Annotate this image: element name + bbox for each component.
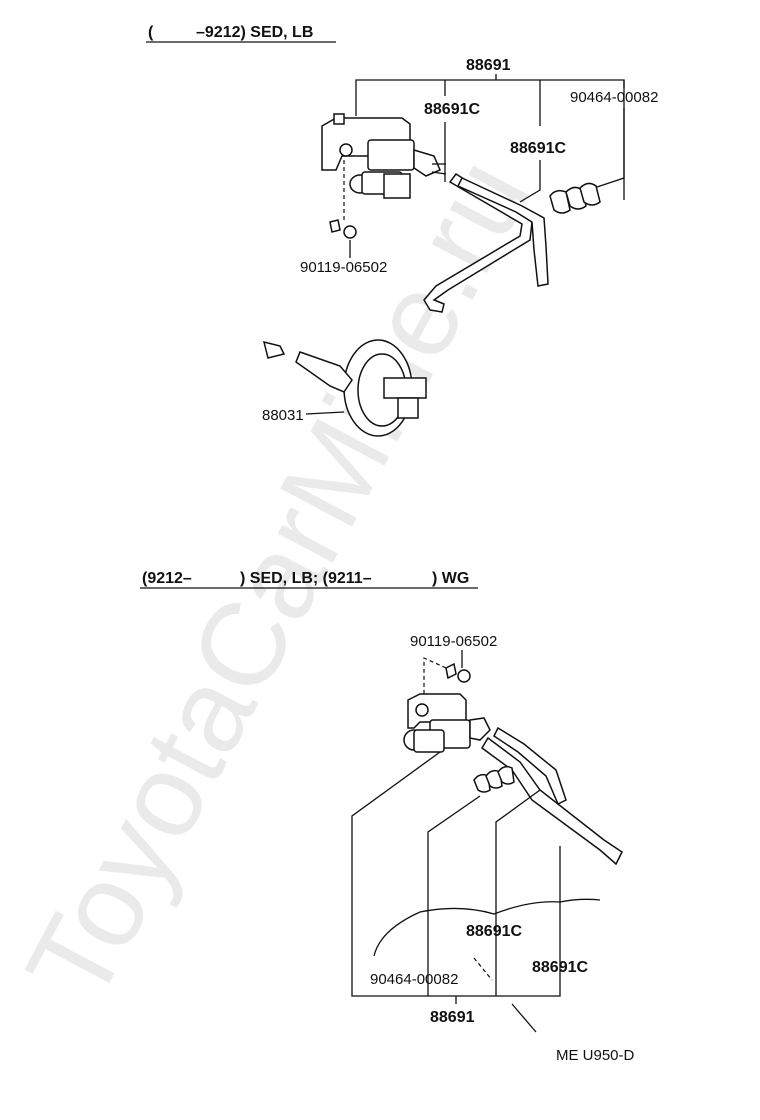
actuator-rod-housing bbox=[383, 377, 427, 399]
vacuum-switching-valve bbox=[321, 113, 447, 199]
hose-clip-set bbox=[549, 182, 601, 214]
label-assembly-88691-2: 88691 bbox=[430, 1009, 475, 1026]
hose-clip-3 bbox=[579, 182, 601, 206]
label-bolt-90119-06502: 90119-06502 bbox=[300, 259, 387, 276]
label-hose-88691C-2: 88691C bbox=[510, 140, 566, 157]
actuator-cable bbox=[295, 351, 353, 393]
bolt-shank bbox=[329, 219, 341, 233]
valve-port-2 bbox=[431, 171, 447, 175]
section-1-header: –9212) SED, LB bbox=[196, 24, 313, 41]
leader-hose-2 bbox=[519, 160, 541, 203]
hose-clip-1 bbox=[549, 189, 571, 214]
label-clip-90464-00082: 90464-00082 bbox=[570, 89, 658, 106]
valve-nozzle-block bbox=[413, 148, 441, 177]
bolt-90119-06502-2 bbox=[423, 657, 471, 708]
body-outline-sketch bbox=[373, 898, 601, 957]
section-2-header-c: ) WG bbox=[432, 570, 469, 587]
section-2: (9212– ) SED, LB; (9211– ) WG 90119-0650… bbox=[140, 570, 623, 1033]
leader-clip-2 bbox=[427, 795, 481, 996]
label-actuator-88031: 88031 bbox=[262, 407, 304, 424]
bolt-head bbox=[343, 225, 357, 239]
solenoid-body bbox=[367, 139, 415, 171]
hose-clip-2-3 bbox=[497, 765, 515, 785]
leader-hose-1-2 bbox=[495, 789, 541, 996]
label-assembly-88691: 88691 bbox=[466, 57, 511, 74]
bolt-alignment-dashes-2 bbox=[423, 657, 447, 708]
vacuum-hose-2 bbox=[456, 177, 549, 287]
figure-code: ME U950-D bbox=[556, 1047, 635, 1064]
label-hose-88691C-2-2: 88691C bbox=[532, 959, 588, 976]
bolt-shank-2 bbox=[445, 662, 457, 680]
actuator-fitting bbox=[397, 397, 419, 419]
section-2-header-b: ) SED, LB; (9211– bbox=[240, 570, 372, 587]
hose-clip-2-2 bbox=[485, 769, 503, 789]
hose-clip-2-1 bbox=[473, 773, 491, 793]
valve-nozzle-block-2 bbox=[469, 717, 491, 741]
bracket-bolt-hole bbox=[339, 143, 353, 157]
label-hose-88691C-1: 88691C bbox=[424, 101, 480, 118]
hose-clip-set-2 bbox=[473, 765, 515, 793]
section-1-header-open: ( bbox=[148, 24, 154, 41]
leader-actuator bbox=[305, 411, 345, 415]
vacuum-switching-valve-2 bbox=[403, 693, 491, 753]
bolt-90119-06502 bbox=[329, 160, 357, 239]
vacuum-hose-2-2 bbox=[493, 726, 567, 806]
actuator-cable-end bbox=[262, 340, 286, 359]
leader-figure-code bbox=[511, 1003, 537, 1033]
label-clip-90464-00082-2: 90464-00082 bbox=[370, 971, 458, 988]
actuator-88031 bbox=[262, 339, 427, 437]
leader-clip bbox=[593, 108, 625, 189]
label-hose-88691C-2-1: 88691C bbox=[466, 923, 522, 940]
bracket-tab bbox=[333, 113, 345, 125]
solenoid-coil-2 bbox=[413, 729, 445, 753]
solenoid-connector bbox=[383, 173, 411, 199]
vacuum-hose-1-2 bbox=[481, 736, 623, 866]
bracket-bolt-hole-2 bbox=[415, 703, 429, 717]
leader-assembly-2 bbox=[351, 751, 561, 997]
section-1: ( –9212) SED, LB 88691 88691C 88691C 904… bbox=[146, 24, 658, 437]
label-bolt-90119-06502-2: 90119-06502 bbox=[410, 633, 497, 650]
section-2-header-a: (9212– bbox=[142, 570, 192, 587]
bolt-head-2 bbox=[457, 669, 471, 683]
dash-link-2 bbox=[473, 957, 493, 981]
